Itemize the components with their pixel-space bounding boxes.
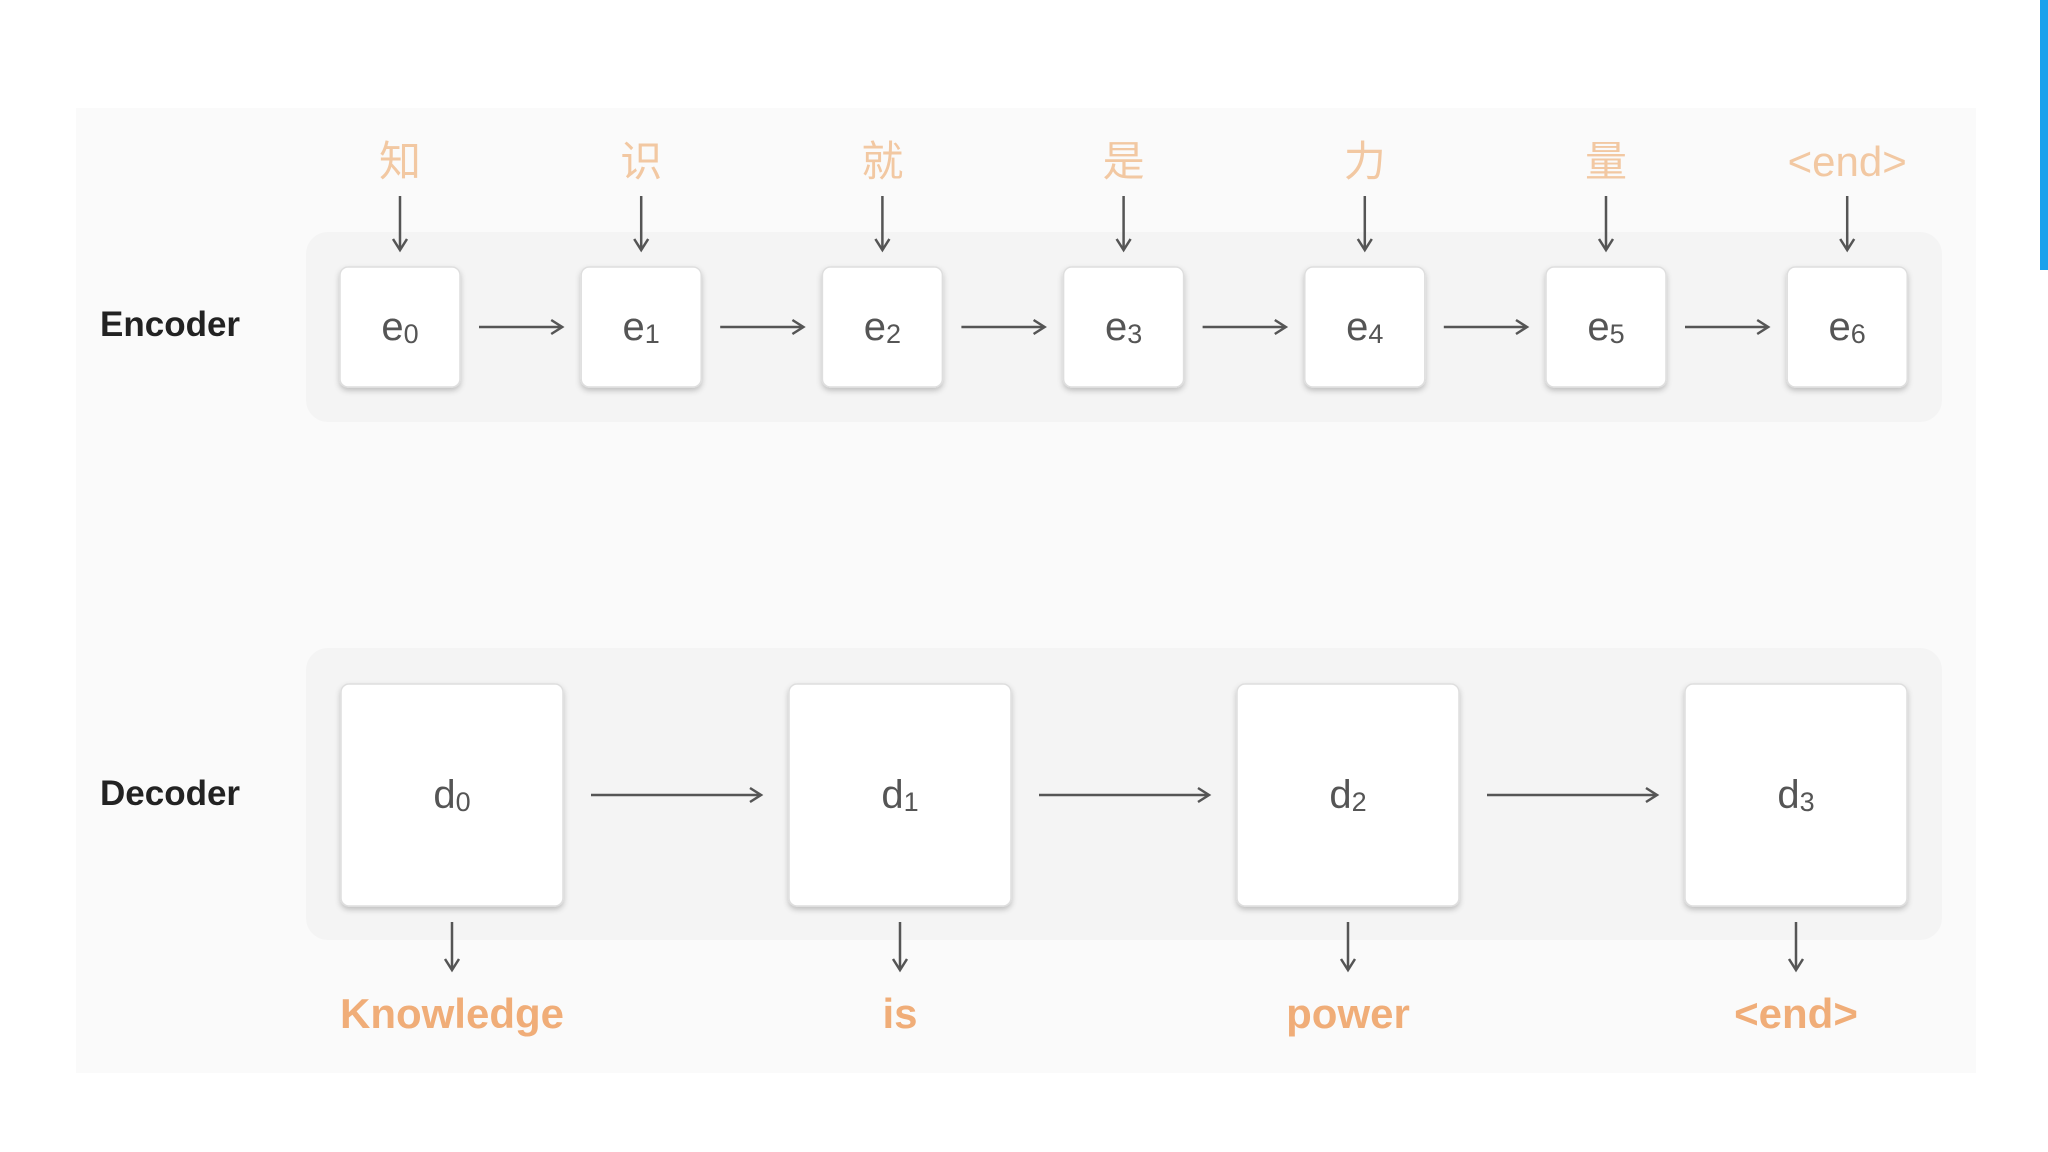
encoder-cell: e4 [1304,266,1426,388]
encoder-cell-subscript: 3 [1127,319,1142,349]
encoder-cell-box [339,266,461,388]
encoder-cell-subscript: 5 [1610,319,1625,349]
encoder-input-token: 量 [1585,138,1627,185]
encoder-cell-subscript: 6 [1851,319,1866,349]
decoder-cell: d3 [1684,683,1908,907]
decoder-output-token: <end> [1734,990,1858,1037]
encoder-cell-base: e [1346,305,1368,349]
encoder-input-arrow [1356,196,1373,253]
encoder-link-arrow [1685,318,1771,336]
encoder-cell: e6 [1786,266,1908,388]
encoder-input-arrow [633,196,650,253]
decoder-output-arrow [443,922,461,973]
encoder-cell-label: e6 [1829,305,1866,349]
decoder-output-arrow [1339,922,1357,973]
encoder-link-arrow [961,318,1047,336]
encoder-cell-base: e [1105,305,1127,349]
encoder-input-token: 就 [861,138,903,185]
decoder-cell-subscript: 3 [1800,787,1815,817]
encoder-label: Encoder [100,305,240,344]
encoder-input-token: 力 [1344,138,1386,185]
encoder-cell-box [821,266,944,388]
decoder-cell-box [1684,683,1908,907]
decoder-cell-box [1236,683,1460,907]
decoder-cell-subscript: 0 [456,787,471,817]
decoder-cell-base: d [881,773,903,817]
decoder-cell: d1 [788,683,1012,907]
decoder-cell-label: d0 [433,773,470,817]
encoder-cell-box [1545,266,1667,388]
encoder-cell: e0 [339,266,461,388]
decoder-link-arrow [1487,786,1660,804]
encoder-cell-subscript: 1 [645,319,660,349]
decoder-output-arrow [891,922,909,973]
decoder-cell-base: d [1777,773,1799,817]
decoder-output-token: Knowledge [340,990,564,1037]
decoder-output-arrow [1787,922,1805,973]
encoder-input-arrow [1597,196,1615,253]
encoder-cell-base: e [864,305,886,349]
encoder-input-token: <end> [1788,138,1907,185]
encoder-input-arrow [1839,196,1856,253]
encoder-cell-label: e4 [1346,305,1383,349]
encoder-cell-label: e3 [1105,305,1142,349]
encoder-input-arrow [874,196,891,253]
encoder-input-arrow [391,196,409,253]
decoder-label: Decoder [100,774,240,813]
decoder-link-arrow [1039,786,1212,804]
decoder-cell-label: d3 [1777,773,1814,817]
encoder-cell-subscript: 0 [404,319,419,349]
encoder-cell-base: e [1829,305,1851,349]
decoder-cell-base: d [1329,773,1351,817]
encoder-link-arrow [1443,318,1530,336]
decoder-cell-subscript: 2 [1352,787,1367,817]
encoder-cell-box [1062,266,1185,388]
encoder-input-token: 识 [620,138,662,185]
encoder-cell-subscript: 2 [886,319,901,349]
encoder-link-arrow [1202,318,1289,336]
encoder-cell-label: e0 [381,305,418,349]
decoder-cell-label: d1 [881,773,918,817]
encoder-link-arrow [720,318,806,336]
encoder-input-token: 知 [379,138,421,185]
decoder-cell: d0 [340,683,564,907]
encoder-cell-box [1304,266,1426,388]
decoder-output-token: power [1286,990,1410,1037]
encoder-cell-subscript: 4 [1368,319,1383,349]
encoder-cell-box [580,266,702,388]
encoder-cell: e3 [1062,266,1185,388]
encoder-cell-base: e [623,305,645,349]
encoder-cell-box [1786,266,1908,388]
encoder-cell: e1 [580,266,702,388]
encoder-cell: e5 [1545,266,1667,388]
decoder-cell-box [788,683,1012,907]
accent-bar [2040,0,2048,270]
encoder-link-arrow [479,318,565,336]
decoder-cell-label: d2 [1329,773,1366,817]
decoder-cell-base: d [433,773,455,817]
encoder-input-arrow [1115,196,1132,253]
decoder-cell-subscript: 1 [904,787,919,817]
decoder-cell: d2 [1236,683,1460,907]
encoder-cell: e2 [821,266,944,388]
encoder-cell-base: e [1587,305,1609,349]
decoder-link-arrow [591,786,764,804]
encoder-input-token: 是 [1103,138,1145,185]
decoder-cell-box [340,683,564,907]
encoder-cell-label: e2 [864,305,901,349]
encoder-cell-base: e [381,305,403,349]
encoder-cell-label: e1 [623,305,660,349]
decoder-output-token: is [882,990,917,1037]
encoder-cell-label: e5 [1587,305,1624,349]
